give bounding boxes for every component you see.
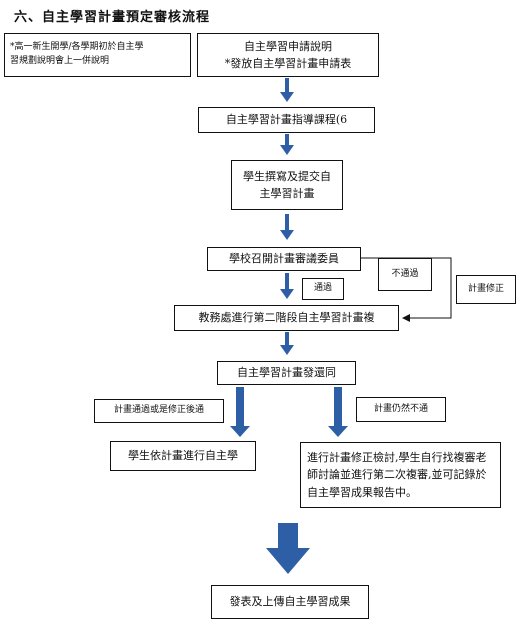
second-review-label: 教務處進行第二階段自主學習計畫複 <box>198 311 375 325</box>
plan-returned-label: 自主學習計畫發還同 <box>237 366 336 380</box>
orientation-note-line-1: *高一新生開學/各學期初於自主學 <box>10 42 144 53</box>
arrow-committee-to-second-review <box>280 273 294 299</box>
submission-line-1: 學生撰寫及提交自 <box>243 169 331 183</box>
not-pass-box: 不通過 <box>378 258 432 291</box>
publish-results-box: 發表及上傳自主學習成果 <box>211 585 369 619</box>
orientation-note-line-2: 習規劃說明會上一併說明 <box>10 56 110 66</box>
approved-condition-label: 計畫通過或是修正後通 <box>113 405 204 416</box>
still-failed-condition-label: 計畫仍然不通 <box>373 403 428 414</box>
arrow-submit-to-committee <box>280 214 294 240</box>
arrow-rework-to-publish <box>266 523 310 574</box>
arrow-apply-to-course <box>280 78 294 102</box>
student-execution-box: 學生依計畫進行自主學 <box>110 441 256 471</box>
submission-line-2: 主學習計畫 <box>259 187 315 200</box>
publish-results-label: 發表及上傳自主學習成果 <box>229 595 351 609</box>
guidance-course-box: 自主學習計畫指導課程(6 <box>198 107 375 133</box>
arrow-second-review-to-returned <box>280 332 294 355</box>
review-committee-box: 學校召開計畫審議委員 <box>207 247 361 271</box>
application-box: 自主學習申請說明 *發放自主學習計畫申請表 <box>197 33 379 77</box>
pass-box: 通過 <box>302 278 344 300</box>
plan-revision-label: 計畫修正 <box>467 283 504 294</box>
rework-review-box: 進行計畫修正檢討,學生自行找複審老師討論並進行第二次複審,並可記錄於自主學習成果… <box>300 442 501 508</box>
page-title: 六、自主學習計畫預定審核流程 <box>14 10 211 25</box>
guidance-course-label: 自主學習計畫指導課程(6 <box>225 113 348 127</box>
student-execution-label: 學生依計畫進行自主學 <box>128 449 238 463</box>
second-review-box: 教務處進行第二階段自主學習計畫複 <box>174 305 399 331</box>
orientation-note-box: *高一新生開學/各學期初於自主學 習規劃說明會上一併說明 <box>4 33 191 77</box>
not-pass-label: 不通過 <box>391 268 419 279</box>
review-committee-label: 學校召開計畫審議委員 <box>229 252 339 266</box>
plan-returned-box: 自主學習計畫發還同 <box>217 361 356 385</box>
still-failed-condition-box: 計畫仍然不通 <box>356 397 446 422</box>
arrow-returned-to-rework <box>328 387 348 437</box>
revision-loop-line <box>361 257 452 322</box>
approved-condition-box: 計畫通過或是修正後通 <box>94 399 224 423</box>
pass-label: 通過 <box>313 283 332 294</box>
arrow-returned-to-student-exec <box>230 387 250 437</box>
plan-revision-box: 計畫修正 <box>456 275 516 304</box>
plan-submission-box: 學生撰寫及提交自 主學習計畫 <box>231 160 343 210</box>
application-line-2: *發放自主學習計畫申請表 <box>224 57 352 70</box>
rework-review-text: 進行計畫修正檢討,學生自行找複審老師討論並進行第二次複審,並可記錄於自主學習成果… <box>307 451 487 499</box>
arrow-course-to-submit <box>280 134 294 155</box>
application-line-1: 自主學習申請說明 <box>244 39 332 53</box>
